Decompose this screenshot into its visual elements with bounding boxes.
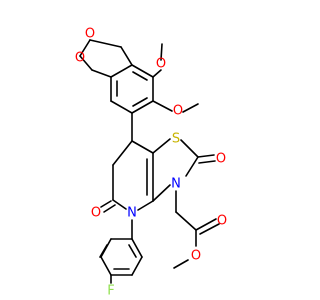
structure-drawing: O O O O S O N N O O O F (75, 27, 227, 299)
bond (100, 256, 112, 276)
bond (198, 160, 216, 164)
nitrogen-atom-label: N (127, 206, 137, 221)
oxygen-atom-label: O (173, 104, 183, 119)
oxygen-atom-label: O (156, 57, 166, 72)
fluorophenyl-ring (99, 219, 143, 284)
bond (100, 200, 112, 208)
bond (160, 43, 163, 61)
bond (91, 69, 112, 78)
sulfur-atom-label: S (172, 132, 180, 147)
oxygen-atom-label: O (191, 249, 201, 264)
bond (185, 156, 199, 177)
bond (195, 218, 217, 231)
bond (152, 138, 171, 154)
bond (128, 244, 137, 258)
bond (79, 55, 93, 71)
bond (131, 238, 143, 258)
bond (137, 200, 154, 211)
bond (89, 39, 122, 48)
bicyclic-core (100, 112, 216, 213)
bond (173, 259, 189, 269)
bond (131, 64, 154, 78)
bond (112, 140, 133, 166)
oxygen-atom-label: O (75, 51, 85, 66)
bond (131, 140, 154, 154)
bond (103, 204, 116, 213)
bond (110, 64, 133, 78)
bond (112, 199, 127, 210)
nitrogen-atom-label: N (171, 177, 181, 192)
bond (152, 184, 171, 202)
methoxy-groups (152, 43, 199, 113)
bond (131, 100, 154, 114)
bond (199, 223, 220, 235)
bond (132, 71, 148, 81)
bond (197, 154, 215, 158)
bond (152, 69, 162, 78)
oxygen-atom-label: O (91, 206, 101, 221)
bond (99, 244, 108, 258)
bond (120, 46, 133, 66)
bond (110, 100, 133, 114)
atom-labels: O O O O S O N N O O O F (75, 27, 227, 299)
benzodioxole-ring (79, 39, 154, 114)
oxygen-atom-label: O (216, 152, 226, 167)
bond (131, 256, 143, 276)
bond (175, 211, 197, 231)
bond (132, 97, 148, 107)
ester-side-chain (173, 190, 220, 269)
oxygen-atom-label: O (85, 27, 95, 42)
bond (180, 139, 199, 158)
fluorine-atom-label: F (107, 284, 114, 299)
oxygen-atom-label: O (217, 214, 227, 229)
bond (182, 103, 199, 113)
molecule-canvas: O O O O S O N N O O O F (75, 27, 227, 299)
bond (79, 39, 91, 57)
bond (152, 100, 173, 112)
